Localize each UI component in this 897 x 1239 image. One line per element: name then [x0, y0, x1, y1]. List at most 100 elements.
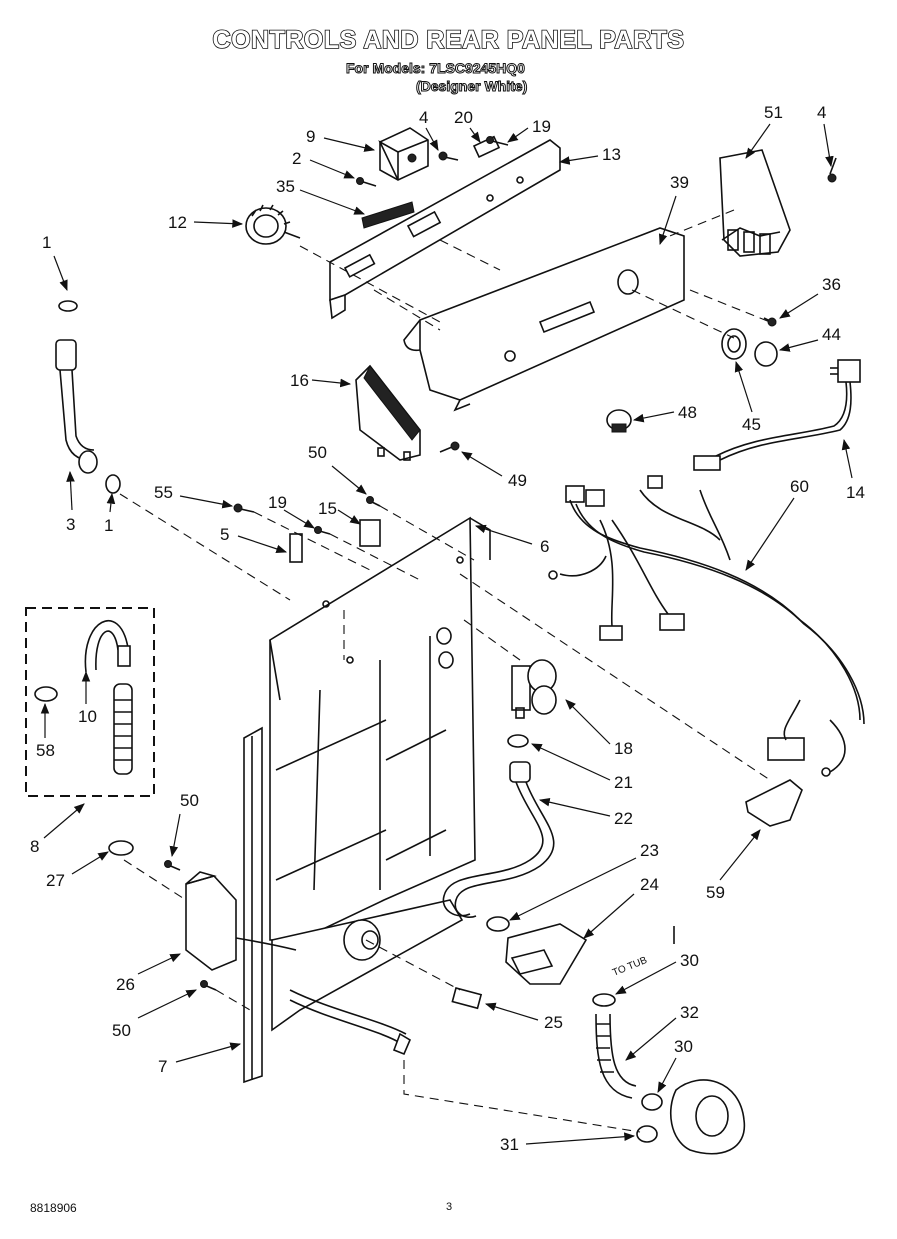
- callout-number: 48: [678, 403, 697, 422]
- rating-plate: [361, 201, 415, 229]
- callout-8: 8: [30, 803, 85, 856]
- callout-50-mid: 50: [169, 791, 199, 858]
- callout-45: 45: [734, 360, 761, 434]
- drain-hose-bracket: [185, 871, 237, 971]
- assembly-lines: [119, 209, 771, 1133]
- callout-50-top: 50: [308, 443, 367, 495]
- power-cord: [693, 359, 861, 471]
- page-number: 3: [446, 1201, 453, 1213]
- callout-30-top: 30: [615, 951, 699, 995]
- callout-48: 48: [632, 403, 697, 423]
- callout-1-bottom: 1: [104, 492, 116, 535]
- callout-6: 6: [474, 524, 549, 556]
- knob-cap: [754, 341, 778, 367]
- callout-number: 9: [306, 127, 315, 146]
- callout-number: 39: [670, 173, 689, 192]
- rear-panel: [269, 516, 491, 941]
- page-title: CONTROLS AND REAR PANEL PARTS: [212, 25, 685, 55]
- lower-panel: [271, 899, 464, 1032]
- callout-number: 3: [66, 515, 75, 534]
- inlet-clamp: [507, 734, 529, 748]
- callout-number: 31: [500, 1135, 519, 1154]
- callout-12: 12: [168, 213, 244, 232]
- callout-number: 22: [614, 809, 633, 828]
- callout-number: 16: [290, 371, 309, 390]
- callout-16: 16: [290, 371, 352, 390]
- callout-number: 13: [602, 145, 621, 164]
- callout-21: 21: [531, 743, 633, 792]
- callout-49: 49: [461, 451, 527, 490]
- callout-number: 8: [30, 837, 39, 856]
- callout-58: 58: [36, 702, 55, 760]
- callout-1-top: 1: [42, 233, 68, 292]
- callout-number: 2: [292, 149, 301, 168]
- inlet-hose-left: [55, 300, 121, 494]
- callout-18: 18: [565, 699, 633, 758]
- callout-number: 1: [104, 516, 113, 535]
- callout-number: 35: [276, 177, 295, 196]
- callout-number: 55: [154, 483, 173, 502]
- model-subtitle: For Models: 7LSC9245HQ0: [346, 60, 526, 77]
- callout-number: 24: [640, 875, 659, 894]
- selector-switch: [245, 204, 301, 245]
- control-knob: [721, 328, 747, 360]
- callout-number: 12: [168, 213, 187, 232]
- console-bracket: [329, 139, 561, 320]
- callout-number: 18: [614, 739, 633, 758]
- callout-number: 26: [116, 975, 135, 994]
- callout-3: 3: [66, 470, 75, 534]
- console-screw: [486, 136, 509, 146]
- end-cap-screw-left: [439, 441, 460, 453]
- callout-number: 14: [846, 483, 865, 502]
- screw-50a: [366, 496, 381, 507]
- callout-26: 26: [116, 953, 181, 994]
- timer-screw: [356, 177, 377, 187]
- clip-25: [451, 987, 483, 1010]
- callout-4-right: 4: [817, 103, 834, 168]
- callout-number: 44: [822, 325, 841, 344]
- callout-7: 7: [158, 1042, 242, 1076]
- hose-bracket-5: [289, 533, 303, 563]
- callout-19-top: 19: [507, 117, 551, 143]
- callout-number: 21: [614, 773, 633, 792]
- color-subtitle: (Designer White): [415, 78, 528, 95]
- callout-number: 4: [419, 108, 428, 127]
- drain-clamp-27: [108, 840, 134, 856]
- callout-number: 49: [508, 471, 527, 490]
- callout-number: 1: [42, 233, 51, 252]
- callout-number: 23: [640, 841, 659, 860]
- hole-plug: [606, 409, 632, 433]
- drain-hose: [235, 937, 412, 1056]
- siphon-break: [505, 923, 588, 985]
- mounting-clip-15: [359, 519, 381, 547]
- callout-number: 4: [817, 103, 826, 122]
- callout-number: 19: [532, 117, 551, 136]
- callout-50-bottom: 50: [112, 989, 197, 1040]
- callout-20: 20: [454, 108, 481, 143]
- screw-55: [233, 503, 255, 513]
- callout-22: 22: [538, 797, 633, 828]
- callout-9: 9: [306, 127, 376, 152]
- end-cap-right: [719, 149, 791, 257]
- callout-number: 51: [764, 103, 783, 122]
- screw-19b: [314, 526, 331, 535]
- callout-55: 55: [154, 483, 234, 509]
- screw-50b: [164, 860, 181, 871]
- callout-13: 13: [558, 145, 621, 165]
- timer: [378, 127, 429, 181]
- end-cap-left: [355, 364, 421, 461]
- callout-number: 6: [540, 537, 549, 556]
- knob-screw: [763, 317, 777, 327]
- callout-60: 60: [745, 477, 809, 571]
- callout-4-top: 4: [419, 108, 439, 151]
- callout-number: 5: [220, 525, 229, 544]
- callout-19-mid: 19: [268, 493, 315, 529]
- callout-36: 36: [779, 275, 841, 319]
- drain-hose-kit: [25, 607, 155, 797]
- wire-harness: [548, 475, 865, 777]
- callout-39: 39: [658, 173, 689, 246]
- callout-24: 24: [583, 875, 659, 939]
- callout-15: 15: [318, 499, 361, 525]
- callout-27: 27: [46, 851, 109, 890]
